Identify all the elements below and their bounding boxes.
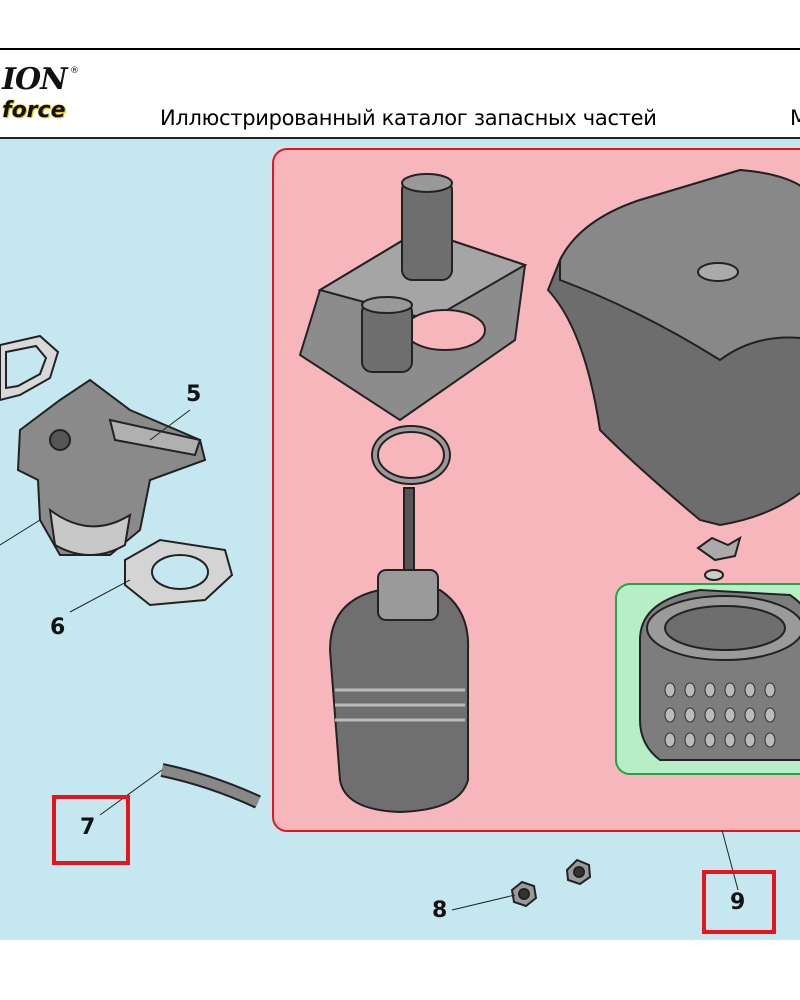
air-filter-housing [328,487,470,814]
callout-7: 7 [80,815,96,840]
gasket-upper [0,334,60,402]
carburetor [16,378,207,556]
page-title: Иллюстрированный каталог запасных частей [160,106,657,130]
registered-mark: ® [70,66,79,76]
callout-8: 8 [432,898,448,923]
model-label-fragment: M [790,106,800,130]
callout-6: 6 [50,615,66,640]
callout-5: 5 [186,382,202,407]
nut [510,858,592,908]
callout-7-highlight [52,795,130,865]
top-rule [0,48,800,50]
air-filter-base [298,173,528,422]
header-rule [0,137,800,139]
page-header [0,50,800,137]
callout-9: 9 [730,890,746,915]
wing-nut [696,535,742,581]
brand-logo-tagline: force [2,98,66,123]
callout-9-highlight [702,870,776,934]
leader-lines [0,409,739,911]
filter-element [639,588,800,761]
gasket-6 [124,538,234,607]
brand-logo: ION [2,62,68,97]
air-filter-cover [546,168,800,527]
seal-ring [371,425,451,485]
